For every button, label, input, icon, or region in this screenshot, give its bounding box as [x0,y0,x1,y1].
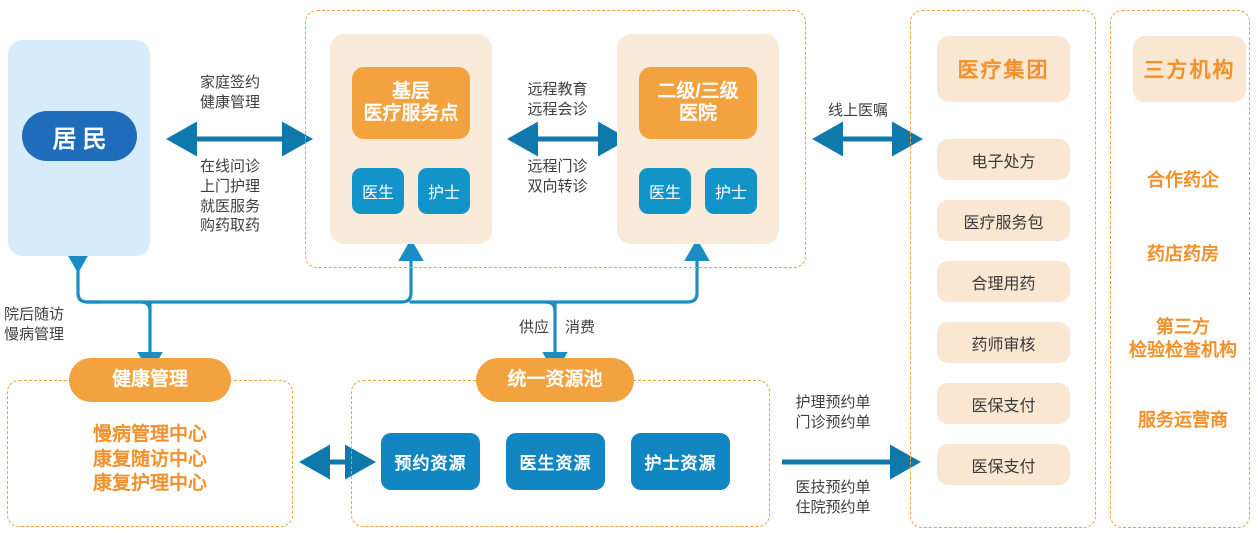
medical-group-item[interactable]: 电子处方 [937,139,1070,180]
hospital-role-nurse[interactable]: 护士 [705,168,757,214]
third-party-item-pharma[interactable]: 合作药企 [1147,170,1219,191]
label-orders-bottom: 医技预约单 住院预约单 [795,479,871,516]
health-management-item[interactable]: 康复护理中心 [92,473,207,495]
resource-item-nurse[interactable]: 护士资源 [631,433,730,490]
resource-item-appointment[interactable]: 预约资源 [381,433,480,490]
medical-group-item[interactable]: 药师审核 [937,322,1070,363]
resource-pool-title[interactable]: 统一资源池 [476,358,634,402]
label-orders-top: 护理预约单 门诊预约单 [795,394,871,431]
medical-group-item[interactable]: 医保支付 [937,444,1070,485]
medical-group-item[interactable]: 合理用药 [937,261,1070,302]
third-party-item-pharmacy[interactable]: 药店药房 [1147,244,1219,265]
hospital-card [617,34,779,244]
primary-care-role-doctor[interactable]: 医生 [352,168,404,214]
primary-care-title[interactable]: 基层 医疗服务点 [352,67,470,139]
label-post-discharge: 院后随访 慢病管理 [4,306,65,343]
resource-item-doctor[interactable]: 医生资源 [506,433,605,490]
health-management-title[interactable]: 健康管理 [69,358,231,402]
third-party-item-lab[interactable]: 第三方 检验检查机构 [1129,316,1237,360]
label-consume: 消费 [565,319,596,336]
health-management-item[interactable]: 康复随访中心 [92,448,207,470]
label-remote-clinic: 远程门诊 双向转诊 [527,158,588,195]
health-management-item[interactable]: 慢病管理中心 [92,423,207,445]
medical-group-item[interactable]: 医保支付 [937,383,1070,424]
hospital-role-doctor[interactable]: 医生 [639,168,691,214]
label-supply: 供应 [518,319,549,336]
hospital-title[interactable]: 二级/三级 医院 [639,67,757,139]
label-online-services: 在线问诊 上门护理 就医服务 购药取药 [199,158,260,235]
third-party-item-operator[interactable]: 服务运营商 [1138,410,1228,431]
care-delivery-panel [305,10,806,268]
connector-bus [65,238,710,375]
primary-care-card [330,34,492,244]
label-family-contract: 家庭签约 健康管理 [199,74,260,111]
medical-group-item[interactable]: 医疗服务包 [937,200,1070,241]
third-party-panel [1110,10,1250,528]
medical-group-panel [910,10,1096,528]
label-online-prescription-order: 线上医嘱 [827,102,888,119]
label-remote-education: 远程教育 远程会诊 [527,81,588,118]
primary-care-role-nurse[interactable]: 护士 [418,168,470,214]
health-management-items: 慢病管理中心 康复随访中心 康复护理中心 [27,418,273,502]
medical-group-title: 医疗集团 [937,36,1070,102]
third-party-title: 三方机构 [1133,36,1246,102]
resident-pill[interactable]: 居民 [22,111,137,161]
